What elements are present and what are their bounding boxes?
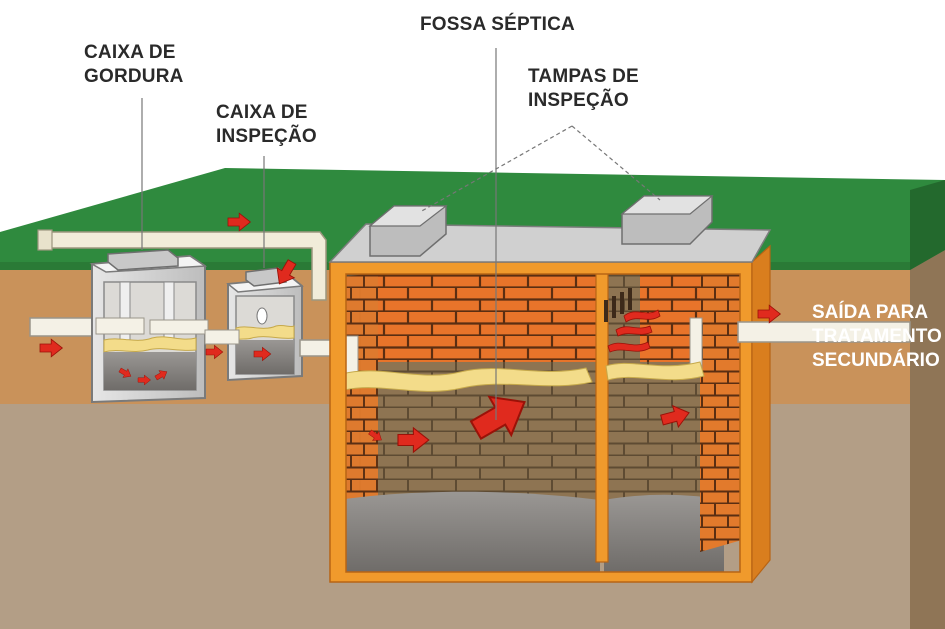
inlet-pipe [29, 317, 97, 337]
label-inspection-box: CAIXA DE INSPEÇÃO [216, 102, 317, 147]
label-outlet: SAÍDA PARA TRATAMENTO SECUNDÁRIO [812, 301, 945, 371]
ground-side-face [910, 250, 945, 629]
label-grease-box: CAIXA DE GORDURA [84, 42, 184, 87]
leader-lines [141, 48, 661, 420]
inspection-lid-right [620, 195, 714, 245]
inspection-box [204, 267, 304, 382]
label-inspection-lids: TAMPAS DE INSPEÇÃO [528, 66, 644, 111]
label-septic-tank: FOSSA SÉPTICA [420, 13, 575, 35]
grass-side-face [910, 180, 945, 270]
gas-vent-icon [604, 288, 632, 322]
septic-tank [328, 195, 772, 584]
outlet-pipe [737, 321, 911, 343]
inspection-lid-left [368, 205, 448, 257]
vent-pipe [47, 231, 327, 301]
